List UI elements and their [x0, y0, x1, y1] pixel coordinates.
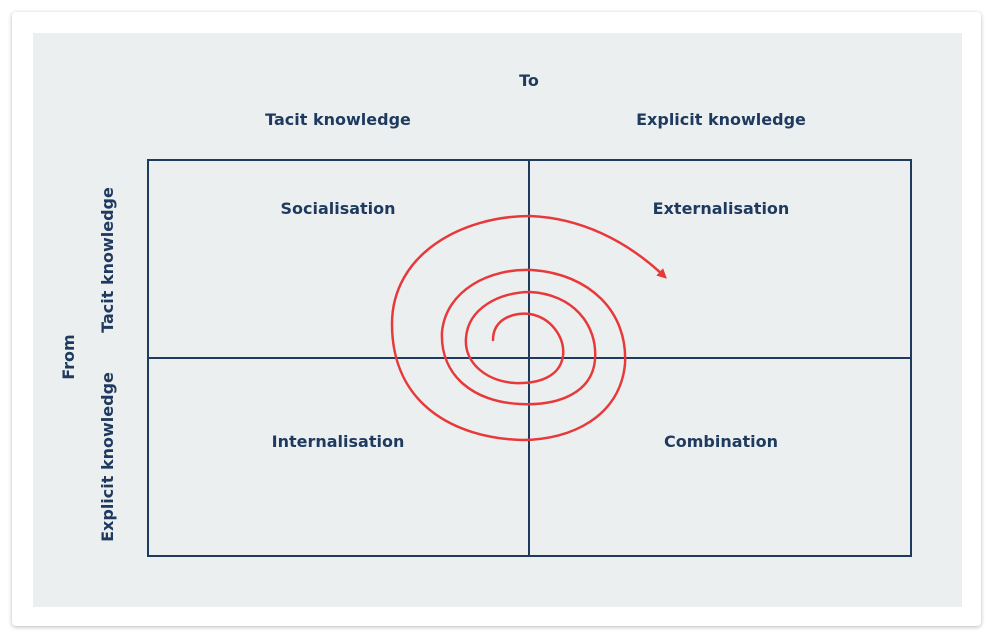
- quadrant-internalisation: Internalisation: [271, 432, 405, 451]
- row-header-explicit: Explicit knowledge: [98, 372, 117, 542]
- quadrant-externalisation: Externalisation: [652, 199, 790, 218]
- quadrant-socialisation: Socialisation: [280, 199, 396, 218]
- column-header-tacit: Tacit knowledge: [265, 110, 411, 129]
- knowledge-spiral-arrow: [390, 214, 667, 442]
- row-header-tacit: Tacit knowledge: [98, 187, 117, 333]
- from-label: From: [59, 334, 78, 380]
- to-label: To: [519, 71, 539, 90]
- column-header-explicit: Explicit knowledge: [636, 110, 806, 129]
- quadrant-combination: Combination: [663, 432, 779, 451]
- diagram-panel: [33, 33, 962, 607]
